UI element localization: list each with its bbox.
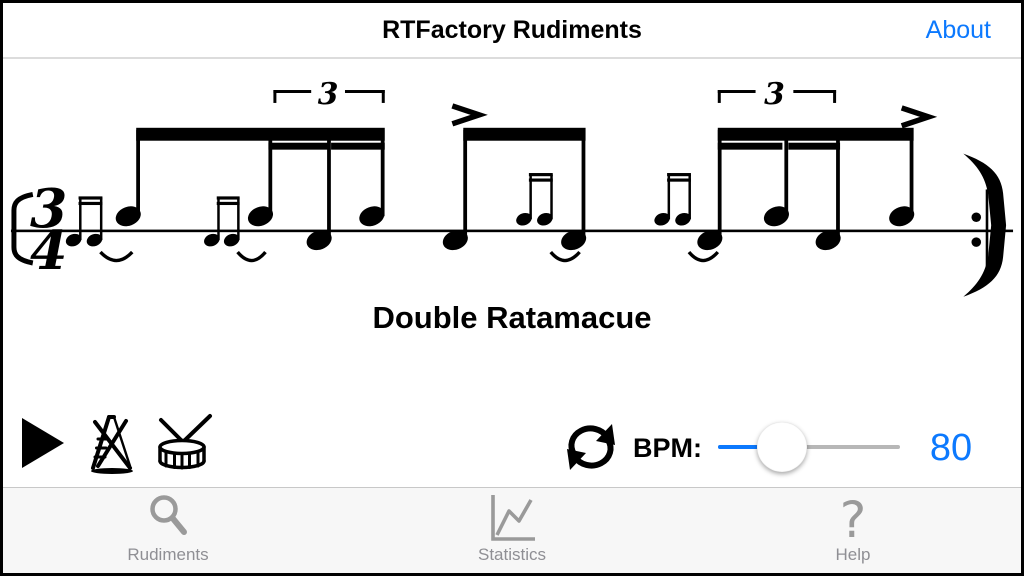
metronome-muted-icon [91, 415, 133, 474]
noteheads [115, 206, 915, 251]
tab-rudiments[interactable]: Rudiments [88, 488, 248, 573]
svg-text:3: 3 [318, 77, 339, 112]
metronome-toggle-button[interactable] [84, 412, 140, 476]
question-mark-icon: ? [839, 491, 867, 549]
end-repeat-sign [963, 153, 1007, 297]
page-title: RTFactory Rudiments [382, 16, 642, 44]
about-button[interactable]: About [925, 16, 991, 44]
drum-sound-button[interactable] [152, 410, 216, 474]
play-icon [22, 418, 64, 468]
svg-text:3: 3 [30, 177, 67, 240]
bpm-slider-fill [718, 445, 758, 449]
staff-line [10, 229, 1014, 233]
tab-label: Statistics [477, 545, 547, 564]
start-bracket [11, 191, 34, 266]
svg-text:3: 3 [764, 77, 785, 112]
bpm-slider-track[interactable] [718, 445, 900, 449]
loop-arrows-icon [567, 424, 615, 470]
bpm-value: 80 [929, 427, 973, 469]
tab-label: Help [835, 545, 871, 564]
slurs [99, 250, 720, 263]
svg-text:4: 4 [30, 219, 67, 282]
beams [136, 127, 914, 150]
accent-marks [451, 103, 938, 129]
play-button[interactable] [20, 416, 66, 470]
tab-bar: Rudiments Statistics ? Help [3, 487, 1021, 573]
notation-staff: 3 4 [10, 77, 1014, 297]
note-stems [136, 129, 914, 241]
nav-bar: RTFactory Rudiments About [3, 3, 1021, 59]
magnifier-icon [88, 488, 248, 547]
tab-help[interactable]: ? Help [773, 488, 933, 573]
triplet-brackets: 3 3 [273, 77, 837, 112]
loop-toggle-button[interactable] [561, 414, 621, 478]
rudiment-name: Double Ratamacue [372, 300, 652, 335]
bpm-label: BPM: [633, 433, 702, 463]
grace-notes [65, 173, 691, 247]
bpm-slider-thumb[interactable] [757, 422, 807, 472]
snare-drum-icon [158, 414, 212, 470]
tab-label: Rudiments [127, 545, 209, 564]
time-signature: 3 4 [30, 177, 67, 282]
line-chart-icon [432, 488, 592, 547]
tab-statistics[interactable]: Statistics [432, 488, 592, 573]
